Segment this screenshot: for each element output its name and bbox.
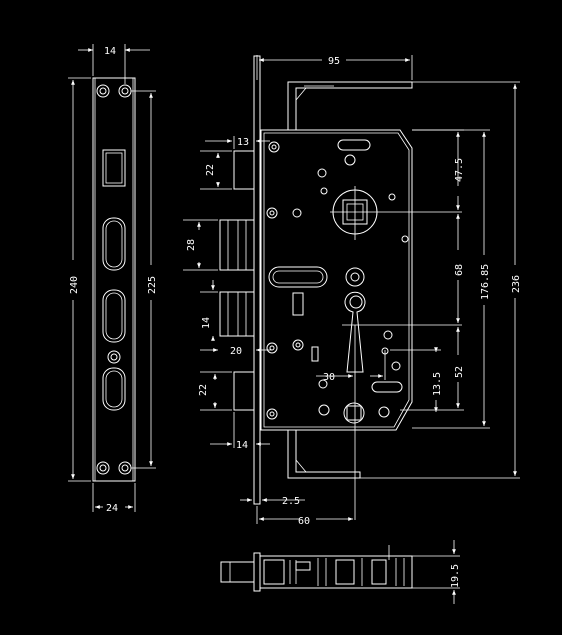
plate-bolt-opening-1	[102, 217, 126, 271]
svg-text:176.85: 176.85	[480, 264, 491, 300]
dim-lower-latch-height: 22	[198, 371, 232, 411]
front-plate-view: 14 240 225 24	[68, 44, 158, 514]
dim-plate-width: 14	[78, 44, 150, 84]
svg-text:240: 240	[69, 276, 80, 294]
plate-latch-opening	[102, 149, 126, 187]
svg-text:236: 236	[511, 275, 522, 293]
bottom-bolt	[220, 561, 255, 583]
deadbolts	[219, 219, 255, 337]
front-plate-outline	[92, 77, 136, 482]
faceplate-strip	[253, 55, 261, 505]
dim-bottom-thickness: 19.5	[412, 540, 461, 604]
bottom-spindle	[343, 402, 365, 424]
bottom-case	[259, 555, 413, 589]
dim-plate-height: 240	[68, 77, 91, 482]
top-latch	[233, 150, 255, 190]
lock-case	[260, 129, 413, 431]
bottom-view: 19.5	[220, 540, 461, 604]
dim-hole-pitch: 225	[131, 90, 158, 469]
cylinder-cutout	[344, 291, 366, 373]
svg-text:60: 60	[298, 516, 310, 527]
lower-tail	[287, 430, 361, 479]
dim-236: 236	[360, 81, 522, 479]
plate-bolt-opening-2	[102, 289, 126, 343]
plate-bolt-opening-3	[102, 367, 126, 411]
dim-overall-width: 95	[256, 55, 413, 80]
svg-text:22: 22	[205, 164, 216, 176]
svg-text:24: 24	[106, 503, 118, 514]
svg-text:47.5: 47.5	[454, 158, 465, 182]
dim-plate-thickness: 2.5	[240, 496, 305, 507]
svg-text:13: 13	[237, 137, 249, 148]
svg-text:28: 28	[186, 239, 197, 251]
bottom-latch	[233, 371, 255, 411]
dim-lower-offset: 20	[200, 346, 272, 357]
svg-text:2.5: 2.5	[282, 496, 300, 507]
plate-screw-holes	[96, 84, 132, 475]
dim-backset: 60	[256, 506, 353, 527]
dim-lower-gap: 14	[210, 412, 270, 451]
dim-176-85: 176.85	[412, 129, 491, 429]
dim-cylinder-spacing: 30	[316, 350, 386, 383]
dim-latch-height: 22	[200, 150, 232, 190]
dim-latch-projection: 13	[205, 136, 270, 149]
dim-52: 52	[400, 327, 465, 411]
svg-text:52: 52	[454, 366, 465, 378]
cam-slot	[268, 266, 328, 288]
svg-text:95: 95	[328, 56, 340, 67]
dim-47-5: 47.5	[412, 129, 465, 210]
svg-text:68: 68	[454, 264, 465, 276]
dim-plate-base: 24	[92, 483, 136, 514]
dim-68: 68	[454, 214, 465, 323]
svg-text:14: 14	[236, 440, 248, 451]
dim-deadbolt-height: 28	[183, 219, 218, 271]
svg-text:22: 22	[198, 384, 209, 396]
svg-text:14: 14	[201, 317, 212, 329]
upper-tail	[287, 81, 413, 130]
svg-text:225: 225	[147, 276, 158, 294]
svg-text:19.5: 19.5	[450, 564, 461, 588]
svg-text:30: 30	[323, 372, 335, 383]
dim-deadbolt-gap: 14	[200, 280, 218, 341]
svg-text:13.5: 13.5	[432, 372, 443, 396]
svg-text:20: 20	[230, 346, 242, 357]
lock-body-view: 95 13 22 28 14	[183, 55, 522, 527]
svg-text:14: 14	[104, 46, 116, 57]
dim-13-5: 13.5	[432, 347, 443, 412]
